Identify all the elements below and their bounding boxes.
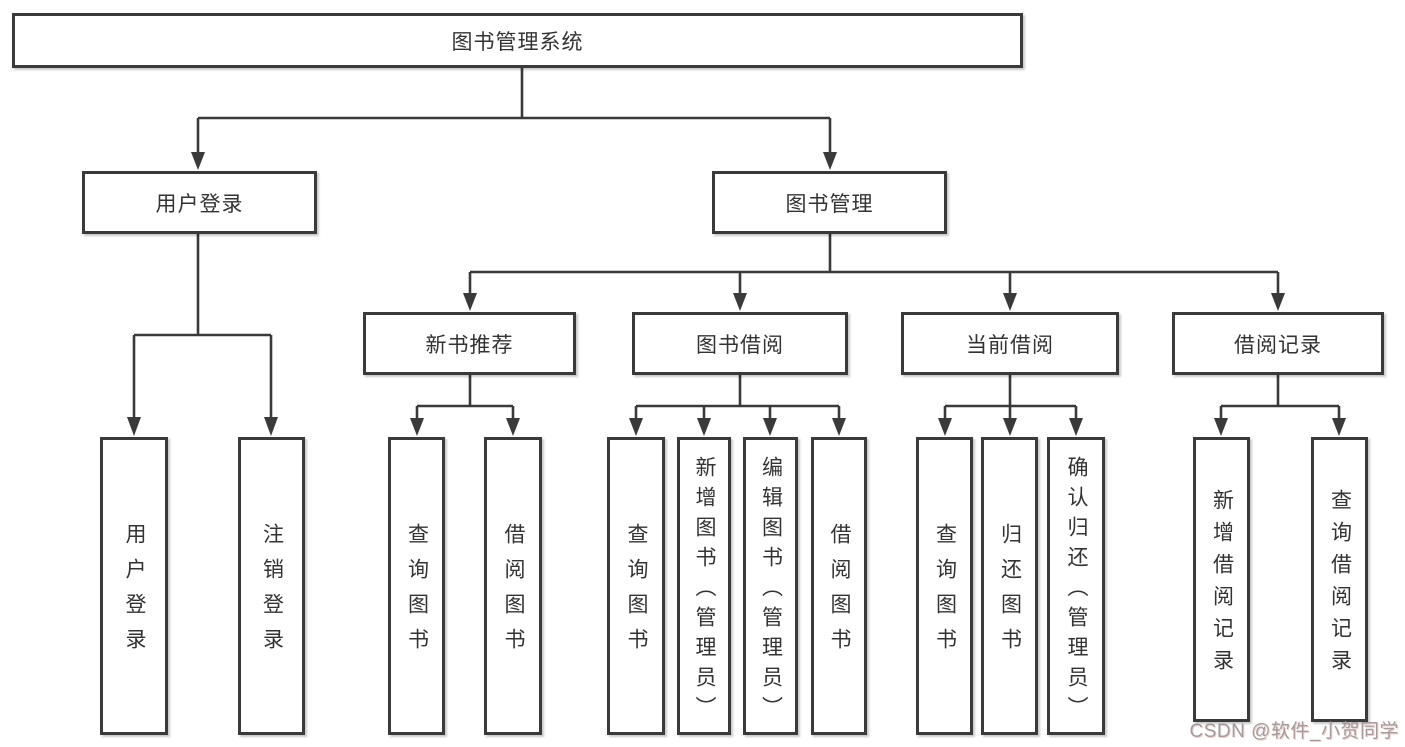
node-label: 借阅记录 — [1234, 333, 1322, 357]
leaf-label: 借阅图书 — [502, 523, 525, 663]
leaf-label: 归还图书 — [998, 523, 1022, 663]
leaf-add-borrow-record: 新增借阅记录 — [1193, 437, 1250, 722]
leaf-add-books-admin: 新增图书（管理员） — [677, 437, 731, 735]
node-label: 图书管理 — [785, 192, 874, 216]
node-current-borrow: 当前借阅 — [901, 312, 1119, 375]
leaf-label: 确认归还（管理员） — [1065, 455, 1088, 726]
node-label: 图书借阅 — [696, 333, 784, 357]
csdn-watermark: CSDN @软件_小贺同学 — [1189, 721, 1399, 742]
node-label: 当前借阅 — [966, 333, 1054, 357]
leaf-label: 查询借阅记录 — [1328, 489, 1352, 681]
leaf-label: 编辑图书（管理员） — [759, 455, 783, 726]
leaf-query-borrow-record: 查询借阅记录 — [1311, 437, 1368, 722]
leaf-logout: 注销登录 — [238, 437, 305, 735]
leaf-label: 借阅图书 — [828, 523, 851, 663]
leaf-label: 新增图书（管理员） — [693, 455, 716, 726]
leaf-user-login: 用户登录 — [100, 437, 168, 735]
node-book-management: 图书管理 — [712, 171, 947, 234]
leaf-borrow-books: 借阅图书 — [811, 437, 867, 735]
leaf-label: 查询图书 — [405, 523, 429, 663]
node-borrow-records: 借阅记录 — [1172, 312, 1384, 375]
leaf-label: 用户登录 — [123, 523, 146, 663]
leaf-query-books-current: 查询图书 — [916, 437, 973, 735]
node-label: 图书管理系统 — [451, 30, 584, 54]
arrowheads — [127, 152, 1346, 436]
leaf-borrow-books-recommend: 借阅图书 — [484, 437, 542, 735]
leaf-return-books: 归还图书 — [981, 437, 1038, 735]
leaf-query-books-borrowing: 查询图书 — [607, 437, 665, 735]
node-label: 用户登录 — [155, 192, 244, 216]
node-user-login: 用户登录 — [82, 171, 317, 234]
leaf-label: 新增借阅记录 — [1210, 489, 1234, 681]
leaf-confirm-return-admin: 确认归还（管理员） — [1047, 437, 1105, 735]
leaf-label: 查询图书 — [933, 523, 957, 663]
leaf-label: 查询图书 — [625, 523, 648, 663]
node-library-system: 图书管理系统 — [12, 13, 1023, 68]
leaf-query-books-recommend: 查询图书 — [388, 437, 445, 735]
leaf-edit-books-admin: 编辑图书（管理员） — [743, 437, 798, 735]
leaf-label: 注销登录 — [260, 523, 284, 663]
node-new-book-recommend: 新书推荐 — [363, 312, 576, 375]
node-book-borrowing: 图书借阅 — [632, 312, 848, 375]
node-label: 新书推荐 — [425, 333, 514, 357]
